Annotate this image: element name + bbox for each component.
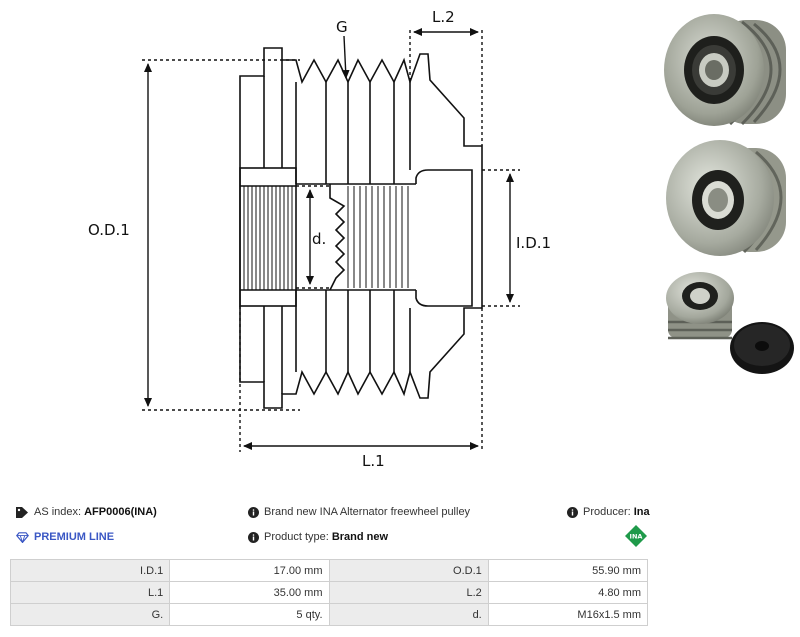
spec-value: M16x1.5 mm bbox=[487, 603, 649, 626]
table-row: I.D.1 17.00 mm O.D.1 55.90 mm bbox=[9, 559, 649, 582]
premium-line-label: PREMIUM LINE bbox=[34, 531, 115, 543]
l2-label: L.2 bbox=[432, 8, 455, 26]
dimension-lines bbox=[144, 28, 514, 450]
spec-key: d. bbox=[328, 603, 489, 626]
product-type-row: Product type: Brand new bbox=[248, 531, 388, 543]
spec-key: G. bbox=[9, 603, 171, 626]
counterbore bbox=[415, 169, 473, 307]
specs-table: I.D.1 17.00 mm O.D.1 55.90 mm L.1 35.00 … bbox=[9, 559, 649, 626]
product-photo-angle bbox=[666, 140, 786, 256]
as-index-label: AS index: bbox=[34, 506, 82, 518]
thread-label: d. bbox=[312, 230, 326, 248]
pulley-outline bbox=[239, 47, 483, 409]
product-description: Brand new INA Alternator freewheel pulle… bbox=[264, 506, 471, 518]
id1-label: I.D.1 bbox=[516, 234, 551, 252]
description-row: Brand new INA Alternator freewheel pulle… bbox=[248, 506, 470, 518]
product-photo-front bbox=[664, 14, 786, 126]
as-index-row: AS index: AFP0006(INA) bbox=[16, 506, 157, 518]
l1-label: L.1 bbox=[362, 452, 385, 470]
g-leader-line bbox=[341, 35, 350, 79]
spec-key: O.D.1 bbox=[328, 559, 489, 582]
producer-label: Producer: bbox=[583, 506, 631, 518]
spline-teeth bbox=[243, 186, 293, 290]
spec-value: 4.80 mm bbox=[487, 581, 649, 604]
product-type-label: Product type: bbox=[264, 531, 329, 543]
spec-value: 5 qty. bbox=[169, 603, 330, 626]
ina-logo: INA bbox=[625, 525, 647, 547]
producer-row: Producer: Ina bbox=[567, 506, 650, 518]
tag-icon bbox=[16, 506, 28, 518]
extension-lines bbox=[142, 30, 520, 452]
spec-value: 35.00 mm bbox=[169, 581, 330, 604]
threaded-bore bbox=[296, 183, 416, 291]
product-type-value: Brand new bbox=[331, 531, 389, 543]
table-row: G. 5 qty. d. M16x1.5 mm bbox=[9, 603, 649, 626]
svg-text:INA: INA bbox=[630, 533, 643, 541]
pulley-technical-drawing: G L.2 O.D.1 d. I.D.1 L.1 bbox=[88, 8, 551, 470]
producer-value: Ina bbox=[633, 506, 650, 518]
diamond-icon bbox=[16, 531, 29, 543]
spec-key: L.2 bbox=[328, 581, 489, 604]
od1-label: O.D.1 bbox=[88, 221, 130, 239]
product-photo-with-cap bbox=[666, 272, 794, 374]
table-row: L.1 35.00 mm L.2 4.80 mm bbox=[9, 581, 649, 604]
info-icon bbox=[248, 506, 259, 518]
premium-line-badge: PREMIUM LINE bbox=[16, 531, 114, 543]
spec-key: L.1 bbox=[9, 581, 171, 604]
info-icon bbox=[248, 531, 259, 543]
spec-value: 55.90 mm bbox=[487, 559, 649, 582]
spec-key: I.D.1 bbox=[9, 559, 171, 582]
thread-lines bbox=[347, 186, 409, 288]
spec-value: 17.00 mm bbox=[169, 559, 330, 582]
as-index-value: AFP0006(INA) bbox=[84, 506, 157, 518]
info-icon bbox=[567, 506, 578, 518]
groove-label: G bbox=[336, 18, 348, 36]
